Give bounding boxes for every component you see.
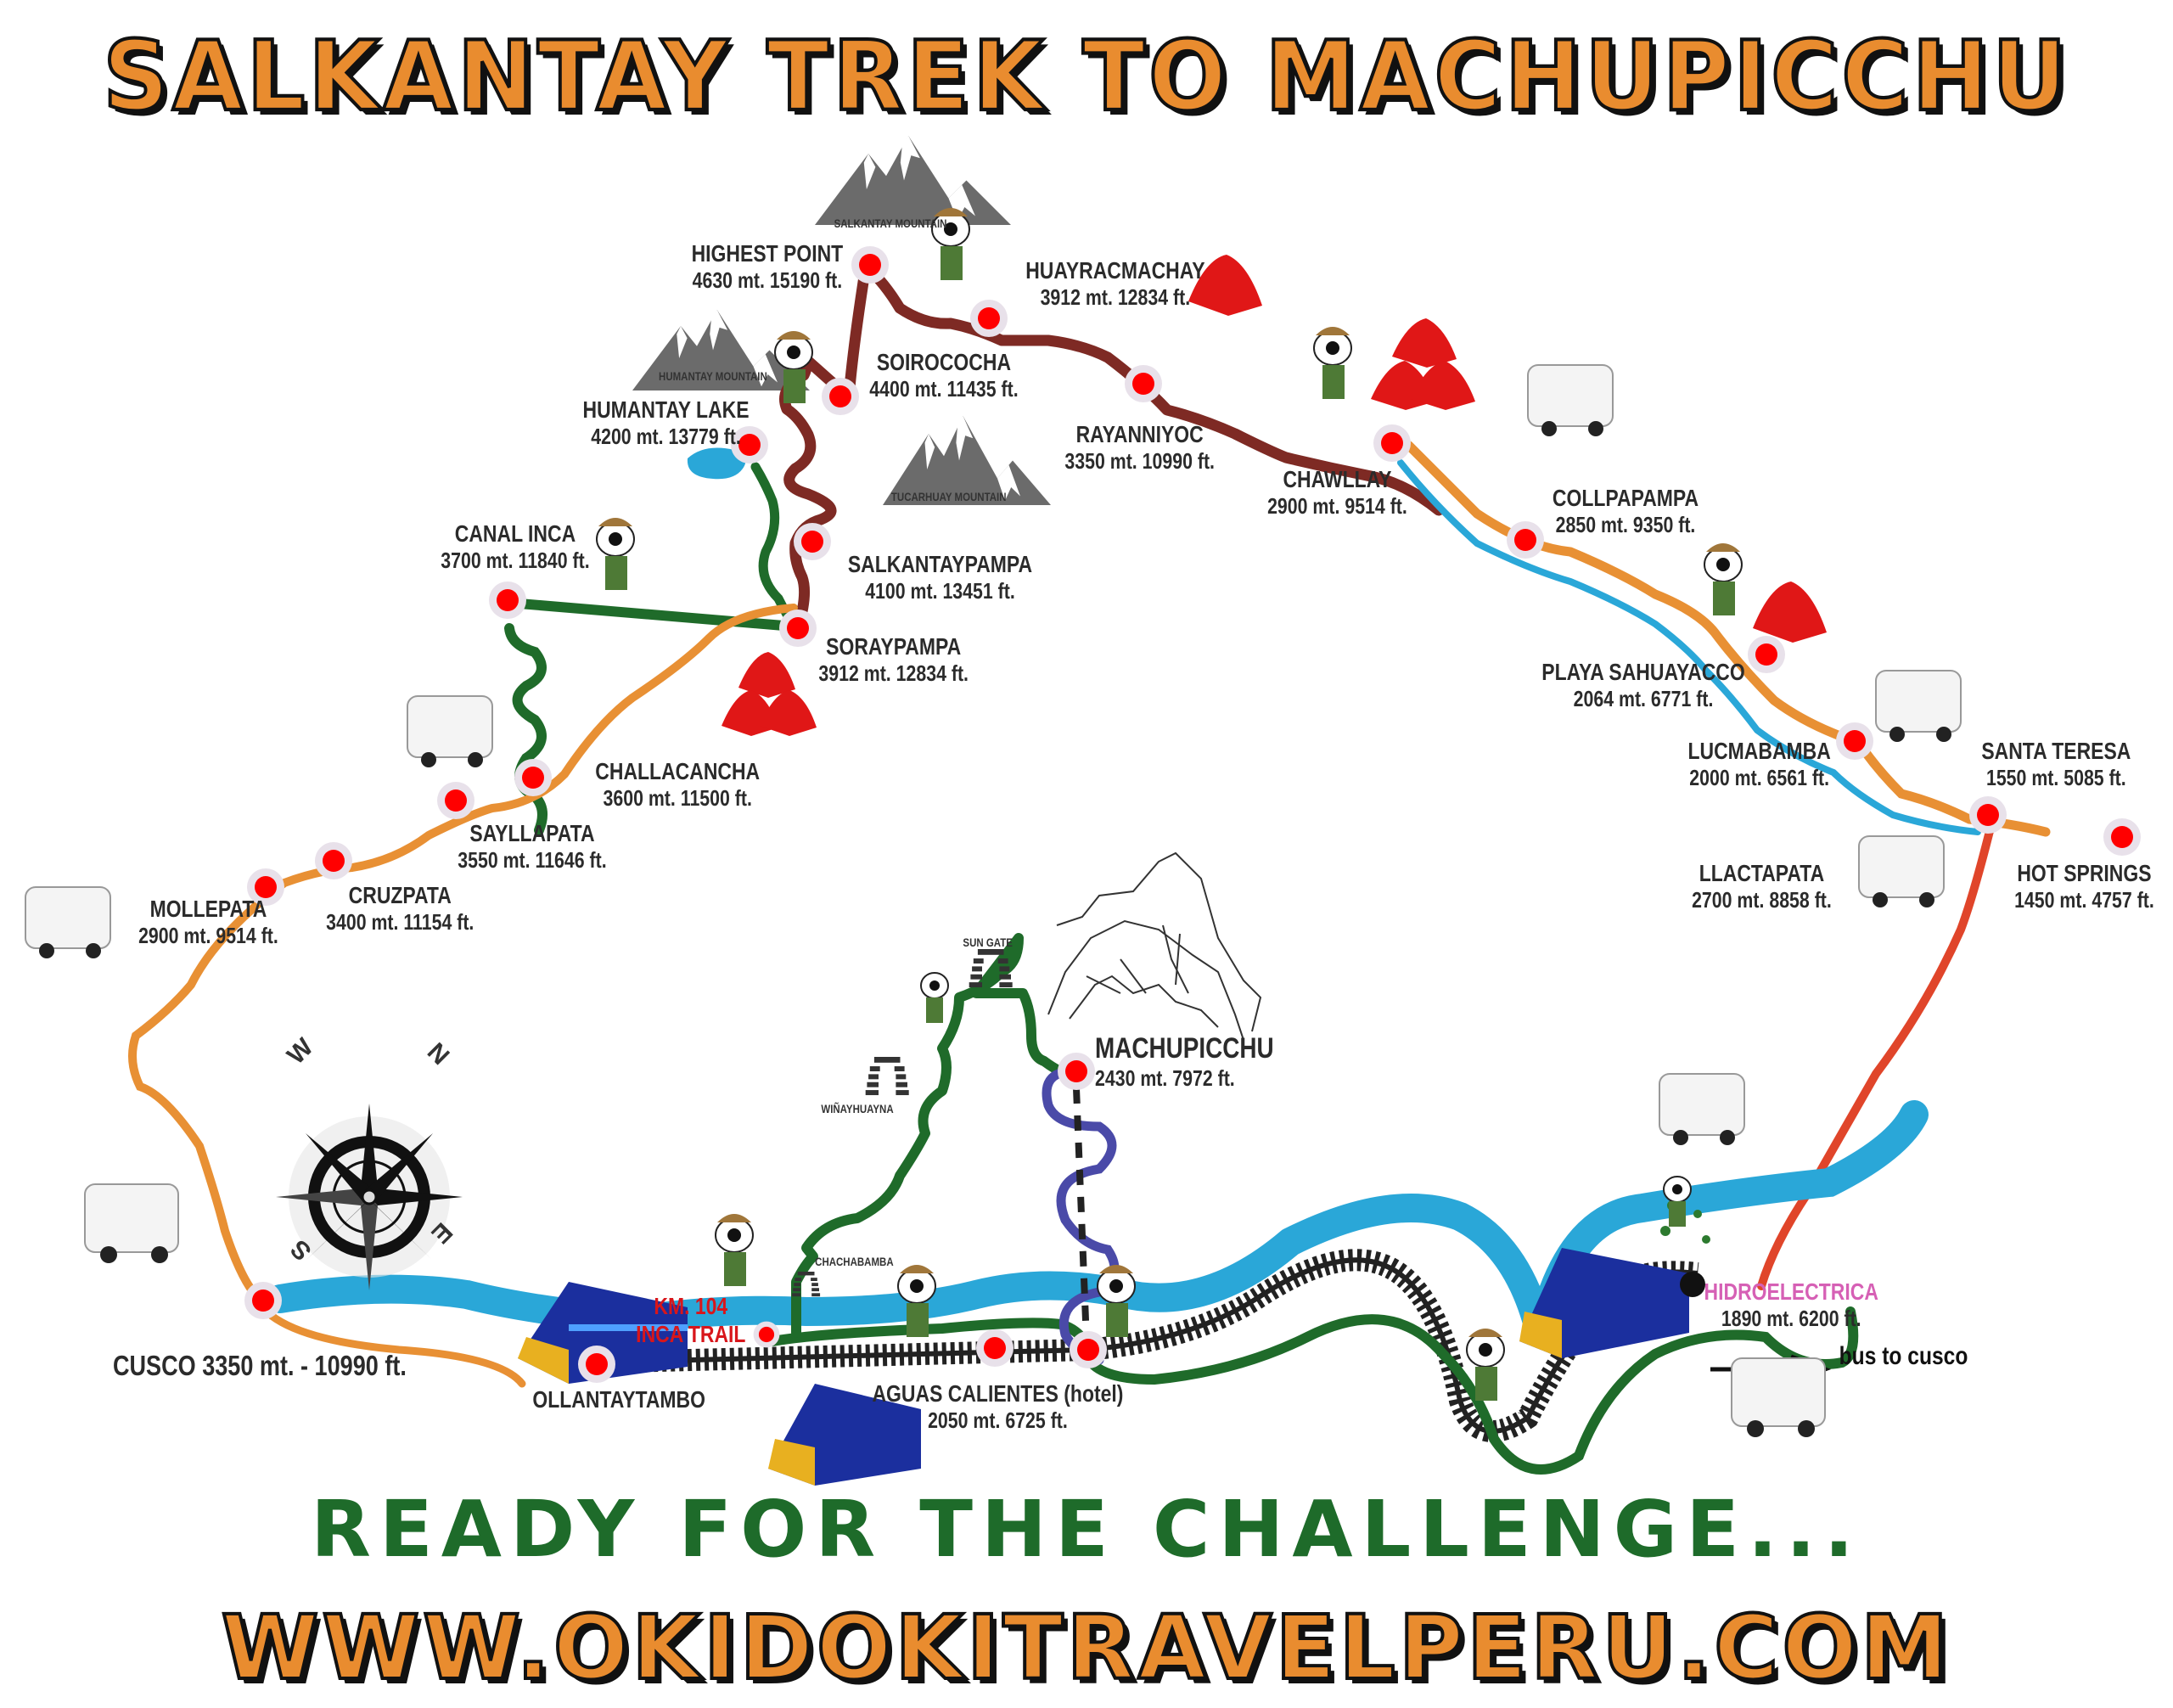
- stop-cusco[interactable]: [244, 1282, 282, 1319]
- train-icon-hidroelectrica: [1519, 1248, 1689, 1358]
- train-icon-ollantaytambo: [518, 1282, 688, 1384]
- stop-challacancha[interactable]: [514, 759, 552, 796]
- stop-highest-point[interactable]: [851, 246, 889, 284]
- label-cusco: CUSCO 3350 mt. - 10990 ft.: [112, 1350, 407, 1381]
- tucarhuay-mountain-label: TUCARHUAY MOUNTAIN: [890, 490, 1007, 503]
- stop-santa-teresa[interactable]: [1969, 796, 2007, 834]
- trail-green-canal-inca: [504, 598, 799, 632]
- label-ollantaytambo: OLLANTAYTAMBO: [532, 1386, 706, 1413]
- sun-gate-label: SUN GATE: [963, 935, 1013, 949]
- stop-chawllay[interactable]: [1373, 424, 1411, 462]
- switchback-road: [1042, 1066, 1120, 1365]
- trail-green-inca: [767, 1306, 1859, 1475]
- stop-humantay-lake[interactable]: [731, 426, 768, 464]
- winayhuayna-ruin-icon: [865, 1057, 909, 1096]
- stop-cruzpata[interactable]: [315, 842, 352, 879]
- winayhuayna-label: WIÑAYHUAYNA: [821, 1102, 894, 1115]
- stop-hot-springs[interactable]: [2103, 818, 2141, 856]
- stop-lucmabamba[interactable]: [1836, 722, 1873, 760]
- machupicchu-sketch-icon: [1047, 851, 1262, 1041]
- hidroelectrica-node[interactable]: [1680, 1272, 1705, 1297]
- website-url[interactable]: WWW.OKIDOKITRAVELPERU.COM: [220, 1594, 1952, 1701]
- tent-icon: [722, 255, 1827, 736]
- stop-soraypampa[interactable]: [779, 610, 817, 647]
- stop-huayracmachay[interactable]: [970, 300, 1008, 337]
- chachabamba-label: CHACHABAMBA: [815, 1255, 894, 1268]
- salkantay-mountain-icon: [815, 136, 1011, 225]
- stop-ollantaytambo[interactable]: [578, 1346, 615, 1383]
- mascot-dog-icon: [596, 208, 1743, 1401]
- stop-mollepata[interactable]: [247, 868, 284, 906]
- stop-sayllapata[interactable]: [437, 782, 474, 819]
- label-aguas-calientes: AGUAS CALIENTES (hotel)2050 mt. 6725 ft.: [872, 1380, 1124, 1434]
- stop-machupicchu[interactable]: [1058, 1053, 1095, 1090]
- stop-aguas-calientes-2[interactable]: [1070, 1331, 1107, 1368]
- compass-rose-icon: [276, 1104, 463, 1290]
- trail-green-sungate: [791, 933, 1083, 1338]
- stop-aguas-calientes-1[interactable]: [976, 1329, 1014, 1367]
- stop-canal-inca[interactable]: [489, 582, 526, 619]
- page-title: SALKANTAY TREK TO MACHUPICCHU: [101, 20, 2070, 134]
- van-icon: [25, 364, 1962, 1427]
- stop-soirococha[interactable]: [822, 378, 859, 415]
- river-blue-right: [1397, 459, 1981, 835]
- humantay-lake-shape: [687, 447, 746, 480]
- bus-road-red: [1757, 823, 1995, 1290]
- tagline: READY FOR THE CHALLENGE...: [311, 1484, 1862, 1575]
- road-orange-cusco-ollanta: [267, 1312, 526, 1388]
- train-icon-aguas-calientes: [768, 1384, 921, 1486]
- stop-playa-sahuayacco[interactable]: [1748, 636, 1785, 673]
- label-bus-to-cusco: bus to cusco: [1839, 1342, 1968, 1370]
- salkantay-mountain-label: SALKANTAY MOUNTAIN: [834, 216, 947, 230]
- van-wheels: [39, 421, 1951, 1437]
- stop-collpapampa[interactable]: [1507, 521, 1544, 559]
- walking-path-dotted: [1073, 1087, 1090, 1342]
- stop-km104[interactable]: [753, 1321, 780, 1348]
- stop-salkantaypampa[interactable]: [794, 523, 831, 560]
- stop-rayanniyoc[interactable]: [1125, 365, 1162, 402]
- humantay-mountain-label: HUMANTAY MOUNTAIN: [659, 369, 767, 383]
